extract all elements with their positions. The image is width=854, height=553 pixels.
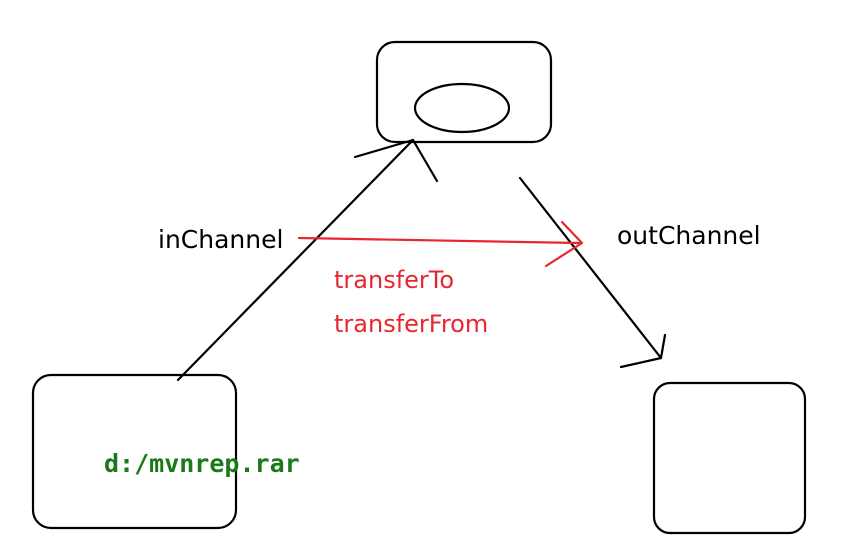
out-channel-label: outChannel (617, 221, 761, 250)
out-channel-arrow-line (518, 176, 663, 360)
transfer-to-label: transferTo (334, 266, 454, 294)
source-box (31, 373, 238, 530)
buffer-box (375, 40, 553, 144)
transfer-arrow-head (544, 220, 584, 268)
in-channel-arrow-line (176, 138, 415, 382)
in-channel-arrow-head (353, 138, 439, 183)
out-channel-arrow-head (619, 333, 667, 369)
transfer-arrow-line (297, 236, 582, 245)
source-file-path-label: d:/mvnrep.rar (104, 449, 300, 478)
buffer-ellipse (413, 82, 511, 134)
transfer-from-label: transferFrom (334, 310, 488, 338)
destination-box (652, 381, 807, 535)
in-channel-label: inChannel (158, 225, 283, 254)
